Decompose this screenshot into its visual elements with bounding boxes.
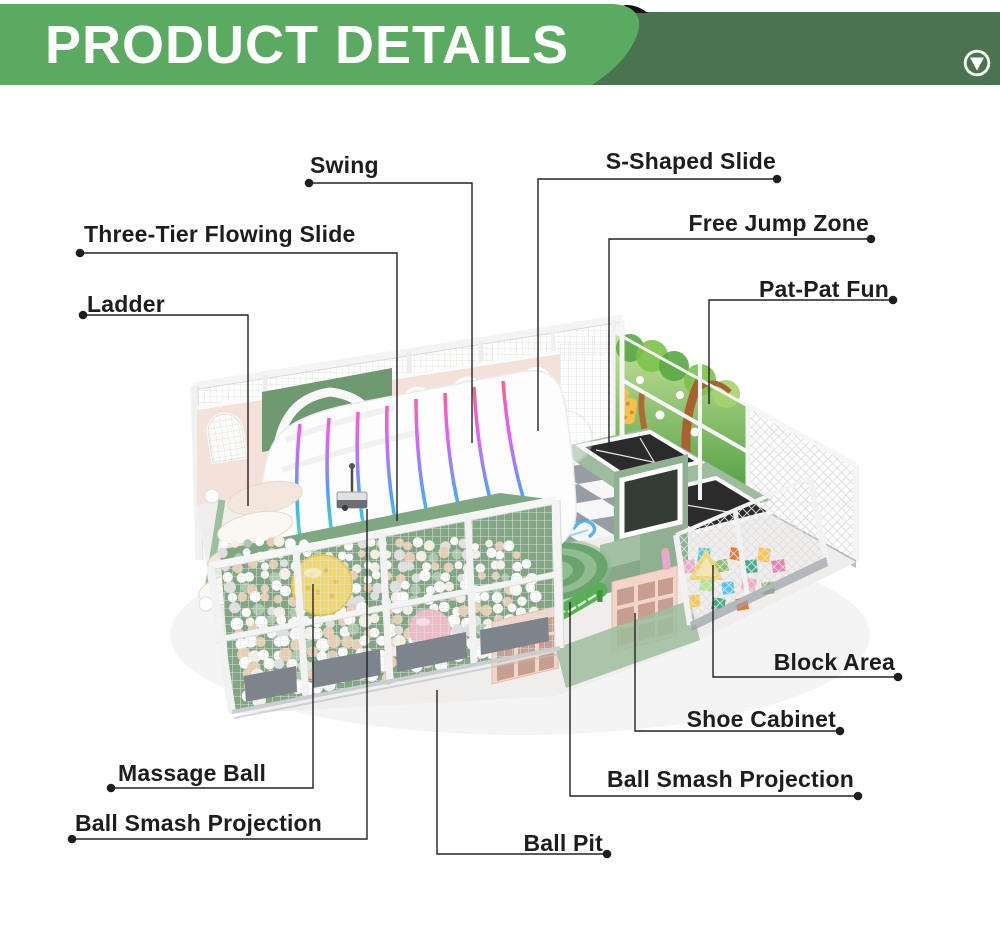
label-block-area: Block Area bbox=[773, 649, 895, 675]
pit-ball bbox=[243, 539, 252, 548]
corner-post bbox=[190, 385, 203, 561]
header-banner-graphic bbox=[0, 4, 1000, 85]
arch-window bbox=[206, 412, 249, 465]
pit-ball bbox=[231, 540, 239, 548]
floor-tile bbox=[566, 499, 626, 520]
leader-ball-smash-projection-left bbox=[72, 509, 368, 840]
circle-down-arrow-icon bbox=[963, 49, 991, 77]
leader-dots bbox=[67, 174, 903, 859]
label-pat-pat-fun: Pat-Pat Fun bbox=[759, 276, 889, 302]
label-three-tier-flowing-slide: Three-Tier Flowing Slide bbox=[84, 221, 356, 247]
fence-posts bbox=[206, 499, 565, 713]
pit-ball bbox=[266, 537, 276, 547]
header-band-light bbox=[0, 4, 640, 85]
pat-pat-ball bbox=[676, 391, 684, 399]
pat-pat-ball bbox=[690, 427, 700, 437]
kick-panels bbox=[244, 617, 549, 702]
leader-massage-ball bbox=[111, 584, 314, 789]
front-fence bbox=[206, 496, 565, 719]
leader-lines bbox=[72, 178, 898, 855]
label-s-shaped-slide: S-Shaped Slide bbox=[605, 148, 776, 174]
leader-pat-pat-fun bbox=[708, 299, 893, 404]
label-ball-smash-projection-left: Ball Smash Projection bbox=[75, 810, 323, 836]
pit-ball bbox=[217, 547, 228, 559]
label-free-jump-zone: Free Jump Zone bbox=[688, 210, 869, 236]
label-ladder: Ladder bbox=[87, 291, 165, 317]
scroll-down-button[interactable] bbox=[963, 49, 991, 77]
leader-free-jump-zone bbox=[608, 238, 871, 446]
leader-shoe-cabinet bbox=[634, 613, 840, 732]
pit-ball bbox=[273, 535, 285, 547]
down-triangle-icon bbox=[970, 57, 984, 71]
page-title: PRODUCT DETAILS bbox=[45, 15, 569, 75]
green-walkway bbox=[556, 600, 700, 688]
leader-three-tier-flowing-slide bbox=[80, 252, 398, 521]
section-header: PRODUCT DETAILS bbox=[0, 0, 1000, 95]
leader-ball-pit bbox=[436, 690, 607, 855]
label-ball-smash-projection-right: Ball Smash Projection bbox=[606, 766, 854, 792]
pit-ball bbox=[255, 536, 265, 547]
pit-ball bbox=[242, 548, 251, 557]
projector bbox=[336, 463, 368, 511]
leader-s-shaped-slide bbox=[537, 178, 777, 431]
leader-block-area bbox=[712, 565, 898, 678]
label-shoe-cabinet: Shoe Cabinet bbox=[686, 706, 836, 732]
leader-swing bbox=[309, 182, 473, 443]
leader-ladder bbox=[83, 314, 249, 506]
label-massage-ball: Massage Ball bbox=[118, 760, 267, 786]
pat-pat-ball bbox=[655, 410, 665, 420]
pat-pat-ball bbox=[636, 376, 644, 384]
label-ball-pit: Ball Pit bbox=[523, 830, 603, 856]
label-swing: Swing bbox=[310, 152, 379, 178]
pit-ball bbox=[220, 540, 228, 549]
leader-ball-smash-projection-right bbox=[569, 602, 858, 797]
